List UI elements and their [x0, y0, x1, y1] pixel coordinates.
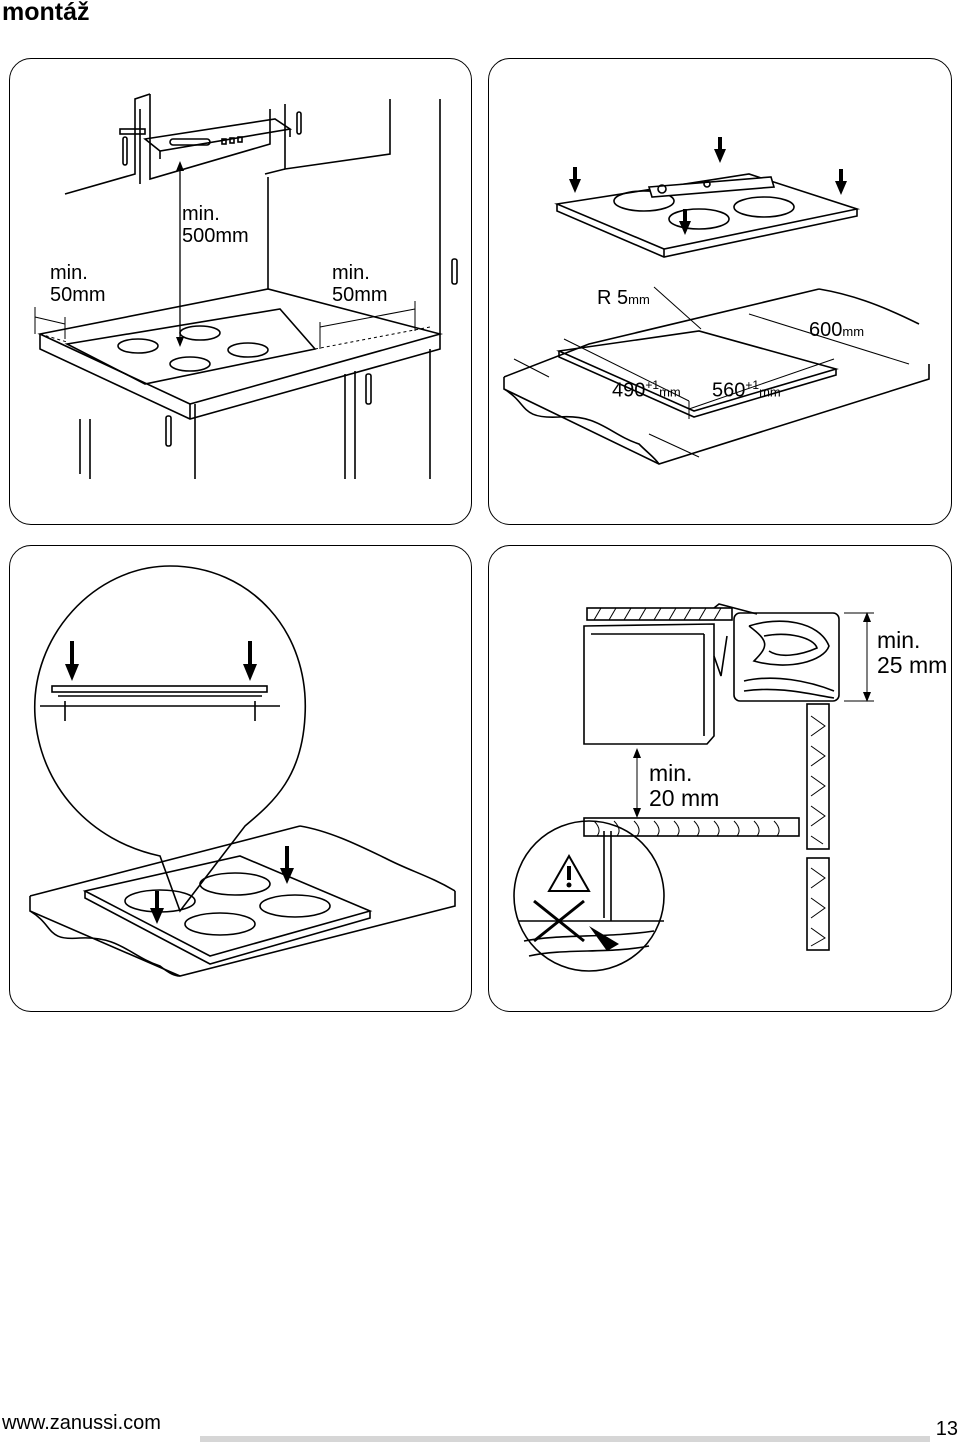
hob-install-illustration [29, 565, 456, 977]
depth-unit: mm [842, 324, 865, 339]
dimension-label: 25 mm [877, 652, 948, 678]
cabinet-handle [119, 128, 146, 135]
cutout-illustration [503, 137, 930, 465]
radius-unit: mm [628, 292, 650, 307]
underside-clearance-illustration [513, 603, 874, 972]
min-label: min. [649, 760, 693, 786]
cut-width-tolerance: +1 [745, 378, 760, 392]
min-label: min. [182, 203, 220, 225]
footer-url[interactable]: www.zanussi.com [2, 1412, 161, 1434]
dimension-label: 50mm [50, 284, 106, 306]
cut-width-label: 560 [712, 379, 746, 402]
min-label: min. [50, 262, 88, 284]
dimension-label: 500mm [182, 225, 249, 247]
clearance-below-panel: min. 25 mm min. 20 mm [488, 545, 952, 1012]
cut-depth-unit: mm [659, 384, 681, 400]
clearance-panel: min. 50mm min. 500mm min. 50mm [9, 58, 472, 525]
page-title: montáž [2, 0, 90, 26]
install-pressing-panel [9, 545, 472, 1012]
depth-label: 600 [809, 319, 843, 341]
page-number: 13 [935, 1418, 958, 1440]
cut-width-unit: mm [759, 384, 781, 400]
cut-depth-label: 490 [612, 379, 646, 402]
cut-depth-tolerance: +1 [645, 378, 660, 392]
cutout-dimensions-panel: R 5mm 600mm 490+1mm 560+1mm [488, 58, 952, 525]
dimension-label: 50mm [332, 284, 388, 306]
kitchen-clearance-illustration [34, 93, 458, 479]
min-label: min. [877, 627, 921, 653]
radius-label: R 5 [597, 287, 629, 309]
dimension-label: 20 mm [649, 785, 720, 811]
footer-divider [200, 1436, 930, 1442]
min-label: min. [332, 262, 370, 284]
